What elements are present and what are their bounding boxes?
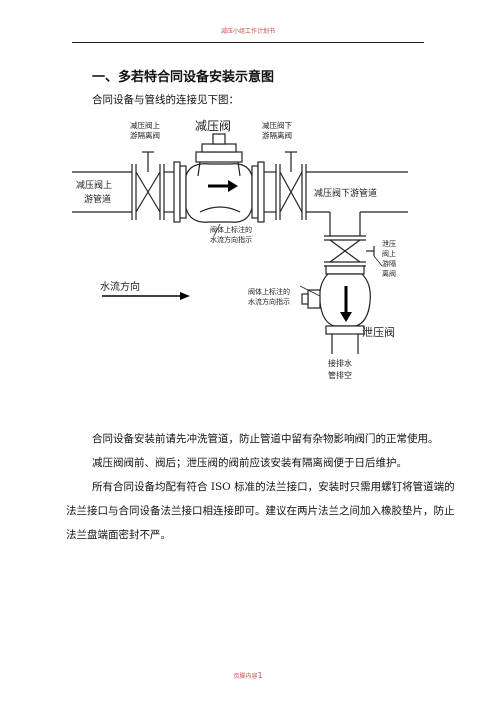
label-upstream-pipe-line1: 减压阀上 bbox=[76, 179, 112, 191]
label-upstream-valve-line2: 游隔离阀 bbox=[130, 130, 160, 140]
label-relief-upstream-valve-1: 泄压 bbox=[382, 239, 396, 248]
downstream-pipe bbox=[306, 171, 408, 236]
label-relief-upstream-valve-3: 游隔 bbox=[382, 259, 396, 268]
footer-text: 页脚内容 bbox=[233, 673, 258, 680]
installation-diagram: 减压阀上 游隔离阀 减压阀 减压阀下 游隔离阀 减压阀上 游管道 减压阀下游管道… bbox=[72, 119, 408, 380]
label-relief-upstream-valve-4: 离阀 bbox=[382, 269, 396, 278]
page-footer: 页脚内容1 bbox=[0, 671, 496, 680]
label-flow-direction: 水流方向 bbox=[100, 280, 140, 293]
label-drain-line2: 管排空 bbox=[328, 370, 352, 380]
leader-lines bbox=[213, 223, 383, 297]
header-rule bbox=[72, 42, 424, 43]
downstream-isolation-valve bbox=[275, 151, 307, 220]
label-flow-indicator-1-line2: 水流方向指示 bbox=[210, 235, 252, 244]
section-title: 一、多若特合同设备安装示意图 bbox=[92, 70, 275, 85]
label-downstream-valve-line1: 减压阀下 bbox=[262, 120, 292, 130]
label-flow-indicator-2-line2: 水流方向指示 bbox=[248, 297, 290, 306]
label-flow-indicator-1-line1: 阀体上标注的 bbox=[210, 225, 252, 234]
paragraph-isolation-valves: 减压阀阀前、阀后；泄压阀的阀前应该安装有隔离阀便于日后维护。 bbox=[92, 457, 407, 469]
upstream-pipe bbox=[72, 171, 132, 213]
flow-direction-arrow bbox=[102, 292, 190, 300]
relief-upstream-isolation-valve bbox=[324, 235, 375, 267]
label-upstream-pipe-line2: 游管道 bbox=[84, 193, 111, 205]
label-downstream-valve-line2: 游隔离阀 bbox=[262, 130, 292, 140]
flow-arrow-on-relief-valve bbox=[340, 286, 352, 322]
paragraph-flange-connection: 所有合同设备均配有符合 ISO 标准的法兰接口，安装时只需用螺钉将管道端的法兰接… bbox=[66, 481, 455, 541]
paragraph-flush-pipes: 合同设备安装前请先冲洗管道，防止管道中留有杂物影响阀门的正常使用。 bbox=[92, 433, 439, 445]
label-prv: 减压阀 bbox=[195, 119, 231, 133]
label-flow-indicator-2-line1: 阀体上标注的 bbox=[248, 287, 290, 296]
upstream-isolation-valve bbox=[131, 151, 165, 220]
pressure-relief-valve bbox=[301, 265, 371, 354]
page-number: 1 bbox=[257, 671, 263, 680]
intro-text: 合同设备与管线的连接见下图： bbox=[92, 94, 239, 106]
label-relief-upstream-valve-2: 阀上 bbox=[382, 249, 396, 258]
label-downstream-pipe: 减压阀下游管道 bbox=[314, 187, 377, 199]
label-relief-valve: 泄压阀 bbox=[362, 325, 395, 339]
pressure-reducing-valve bbox=[173, 133, 265, 223]
label-upstream-valve-line1: 减压阀上 bbox=[130, 120, 160, 130]
label-drain-line1: 接排水 bbox=[328, 358, 352, 368]
flow-arrow-on-prv bbox=[208, 180, 238, 192]
page-header: 减压小组工作计划书 bbox=[220, 28, 275, 35]
